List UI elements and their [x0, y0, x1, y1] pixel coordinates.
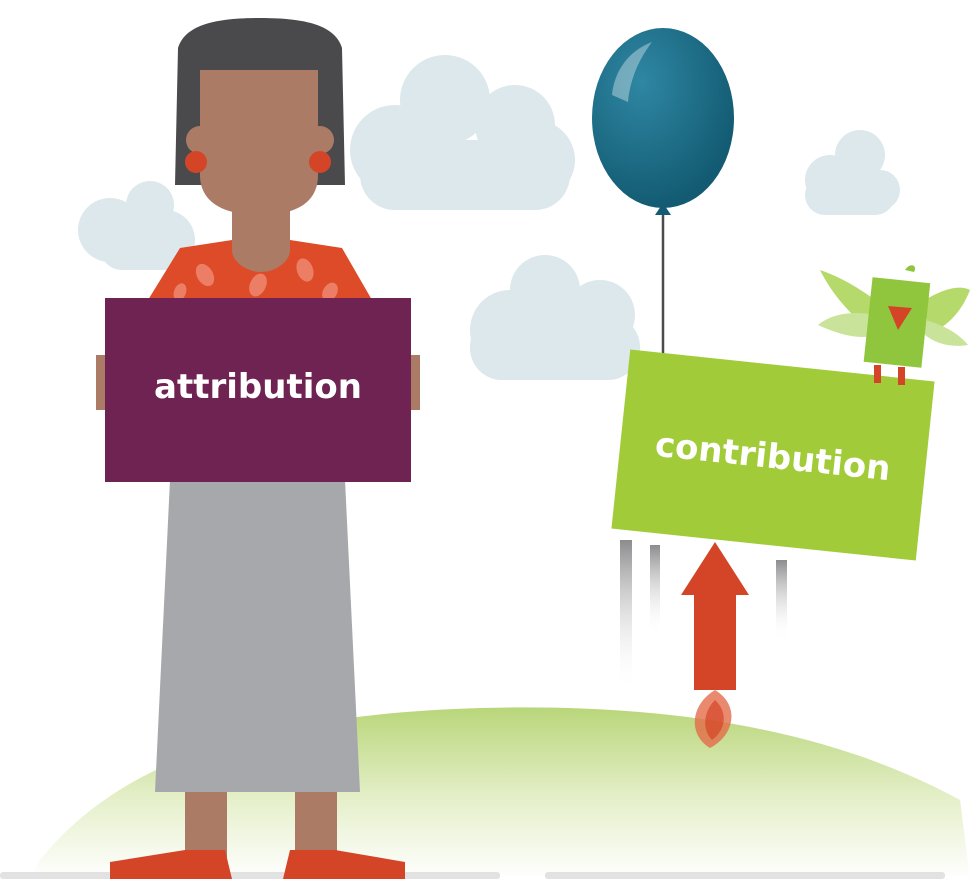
woman-skirt	[155, 480, 360, 792]
woman-ear-left	[186, 126, 214, 154]
motion-streaks	[620, 540, 787, 690]
contribution-sign-board	[611, 349, 935, 561]
woman-leg-left	[185, 780, 227, 860]
ground-shadow-left	[0, 872, 500, 879]
balloon-tie	[655, 203, 671, 215]
attribution-sign: attribution	[105, 298, 411, 482]
bird-leg-right	[898, 367, 905, 385]
cloud-icon	[350, 55, 575, 210]
rocket-head	[681, 542, 749, 595]
bird-wing-left-back	[818, 313, 875, 337]
balloon-body	[592, 28, 734, 208]
ground-shadow-right	[545, 872, 945, 879]
attribution-sign-label: attribution	[154, 367, 362, 407]
rocket-flame-inner	[705, 700, 724, 740]
earring-left	[185, 151, 207, 173]
attribution-sign-board	[105, 298, 411, 482]
balloon-icon	[592, 28, 734, 364]
balloon-highlight	[612, 42, 652, 102]
cloud-icon	[470, 255, 640, 380]
woman-face	[200, 70, 318, 215]
rocket-body	[694, 590, 736, 690]
rocket-icon	[681, 542, 749, 748]
cloud-icon	[805, 130, 900, 215]
woman-shoe-left	[110, 850, 232, 879]
bird-leg-left	[874, 365, 881, 383]
contribution-sign: contribution	[611, 349, 935, 561]
bird-icon	[818, 265, 970, 385]
bird-wing-right	[925, 287, 970, 335]
woman-shoe-right	[283, 850, 405, 879]
earring-right	[309, 151, 331, 173]
woman-neck	[232, 210, 290, 272]
bird-crest	[905, 265, 916, 272]
woman-leg-right	[295, 780, 337, 860]
shirt-pattern	[173, 258, 338, 302]
bird-wing-right-back	[925, 320, 968, 346]
bird-beak	[888, 306, 912, 330]
woman-ear-right	[306, 126, 334, 154]
